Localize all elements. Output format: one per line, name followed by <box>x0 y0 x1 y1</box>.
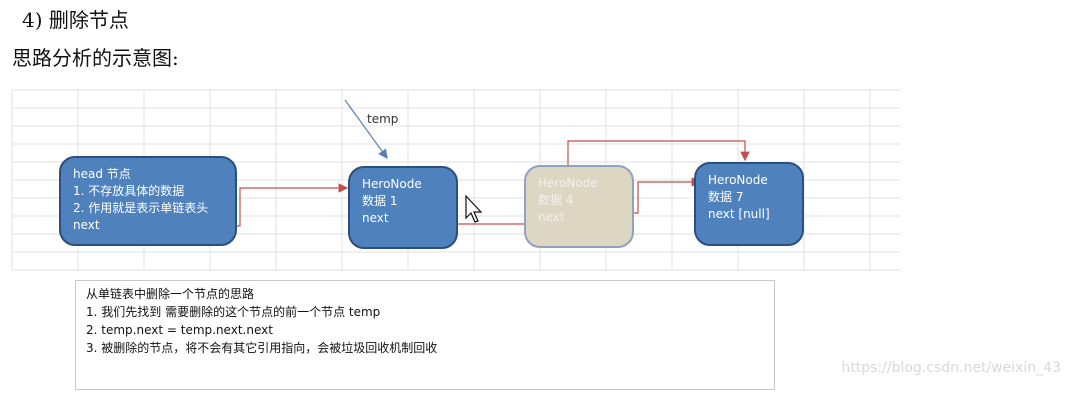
node-7-data: 数据 7 <box>708 190 744 204</box>
node-4-next: next <box>538 210 565 224</box>
node-data-4-deleted: HeroNode 数据 4 next <box>524 165 634 248</box>
mouse-cursor-icon <box>465 194 483 223</box>
deletion-steps-box: 从单链表中删除一个节点的思路 1. 我们先找到 需要删除的这个节点的前一个节点 … <box>75 280 775 390</box>
section-heading: 4) 删除节点 <box>22 8 129 32</box>
head-node-title: head 节点 <box>73 167 131 181</box>
node-1-data: 数据 1 <box>362 194 398 208</box>
deletion-step-1: 1. 我们先找到 需要删除的这个节点的前一个节点 temp <box>86 305 381 319</box>
diagram-caption: 思路分析的示意图: <box>12 46 179 70</box>
head-node: head 节点 1. 不存放具体的数据 2. 作用就是表示单链表头 next <box>59 156 237 246</box>
node-data-7: HeroNode 数据 7 next [null] <box>694 162 804 246</box>
temp-pointer-label: temp <box>367 112 399 126</box>
node-4-data: 数据 4 <box>538 193 574 207</box>
node-1-type: HeroNode <box>362 177 422 191</box>
deletion-step-3: 3. 被删除的节点，将不会有其它引用指向，会被垃圾回收机制回收 <box>86 341 438 355</box>
head-node-line-2: 2. 作用就是表示单链表头 <box>73 201 209 215</box>
node-data-1: HeroNode 数据 1 next <box>348 166 458 249</box>
node-7-type: HeroNode <box>708 173 768 187</box>
deletion-steps-title: 从单链表中删除一个节点的思路 <box>86 287 255 301</box>
watermark: https://blog.csdn.net/weixin_43 <box>841 360 1061 376</box>
head-node-next: next <box>73 218 100 232</box>
head-node-line-1: 1. 不存放具体的数据 <box>73 184 185 198</box>
node-4-type: HeroNode <box>538 176 598 190</box>
node-1-next: next <box>362 211 389 225</box>
temp-pointer-arrow <box>344 99 388 159</box>
deletion-step-2: 2. temp.next = temp.next.next <box>86 323 273 337</box>
node-7-next: next [null] <box>708 207 770 221</box>
